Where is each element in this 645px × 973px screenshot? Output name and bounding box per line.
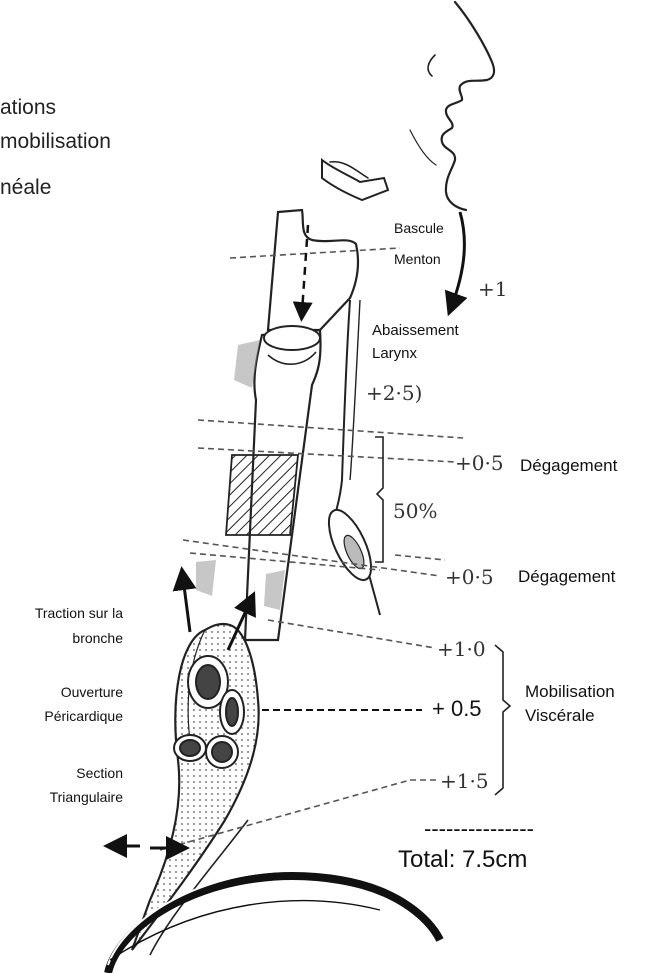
label-degagement-a: Dégagement xyxy=(520,456,617,476)
value-plus10: +1·0 xyxy=(437,638,486,661)
value-plus05-c: + 0.5 xyxy=(432,696,482,721)
label-mobilisation-2: Viscérale xyxy=(525,706,595,726)
total-separator: --------------- xyxy=(424,816,534,841)
bracket-50 xyxy=(375,437,383,562)
value-plus05-a: +0·5 xyxy=(455,452,504,475)
value-50-percent: 50% xyxy=(393,500,437,523)
value-plus05-b: +0·5 xyxy=(445,566,494,589)
resected-segment xyxy=(226,455,298,535)
title-line-3: néale xyxy=(0,176,51,200)
value-plus1: +1 xyxy=(478,278,507,301)
title-line-2: mobilisation xyxy=(0,130,111,154)
traction-arrow-left xyxy=(183,578,190,632)
bracket-mobilisation xyxy=(495,645,510,795)
value-plus15: +1·5 xyxy=(440,770,489,793)
bascule-arrow xyxy=(452,212,464,305)
label-bascule: Bascule xyxy=(394,220,444,236)
label-abaissement: Abaissement xyxy=(372,322,459,339)
label-ouverture-1: Ouverture xyxy=(61,684,123,700)
label-mobilisation-1: Mobilisation xyxy=(525,682,615,702)
label-larynx: Larynx xyxy=(372,345,417,362)
title-line-1: ations xyxy=(0,96,56,120)
value-plus25: +2·5) xyxy=(366,382,422,405)
total-value: Total: 7.5cm xyxy=(398,846,527,874)
label-section-1: Section xyxy=(76,765,123,781)
hyoid-bone xyxy=(322,160,388,200)
label-traction-2: bronche xyxy=(72,630,123,646)
label-degagement-b: Dégagement xyxy=(518,567,615,587)
label-ouverture-2: Péricardique xyxy=(44,708,123,724)
label-section-2: Triangulaire xyxy=(50,789,123,805)
label-traction-1: Traction sur la xyxy=(35,605,123,621)
thyroid-cartilage xyxy=(268,210,358,330)
label-menton: Menton xyxy=(394,251,441,267)
